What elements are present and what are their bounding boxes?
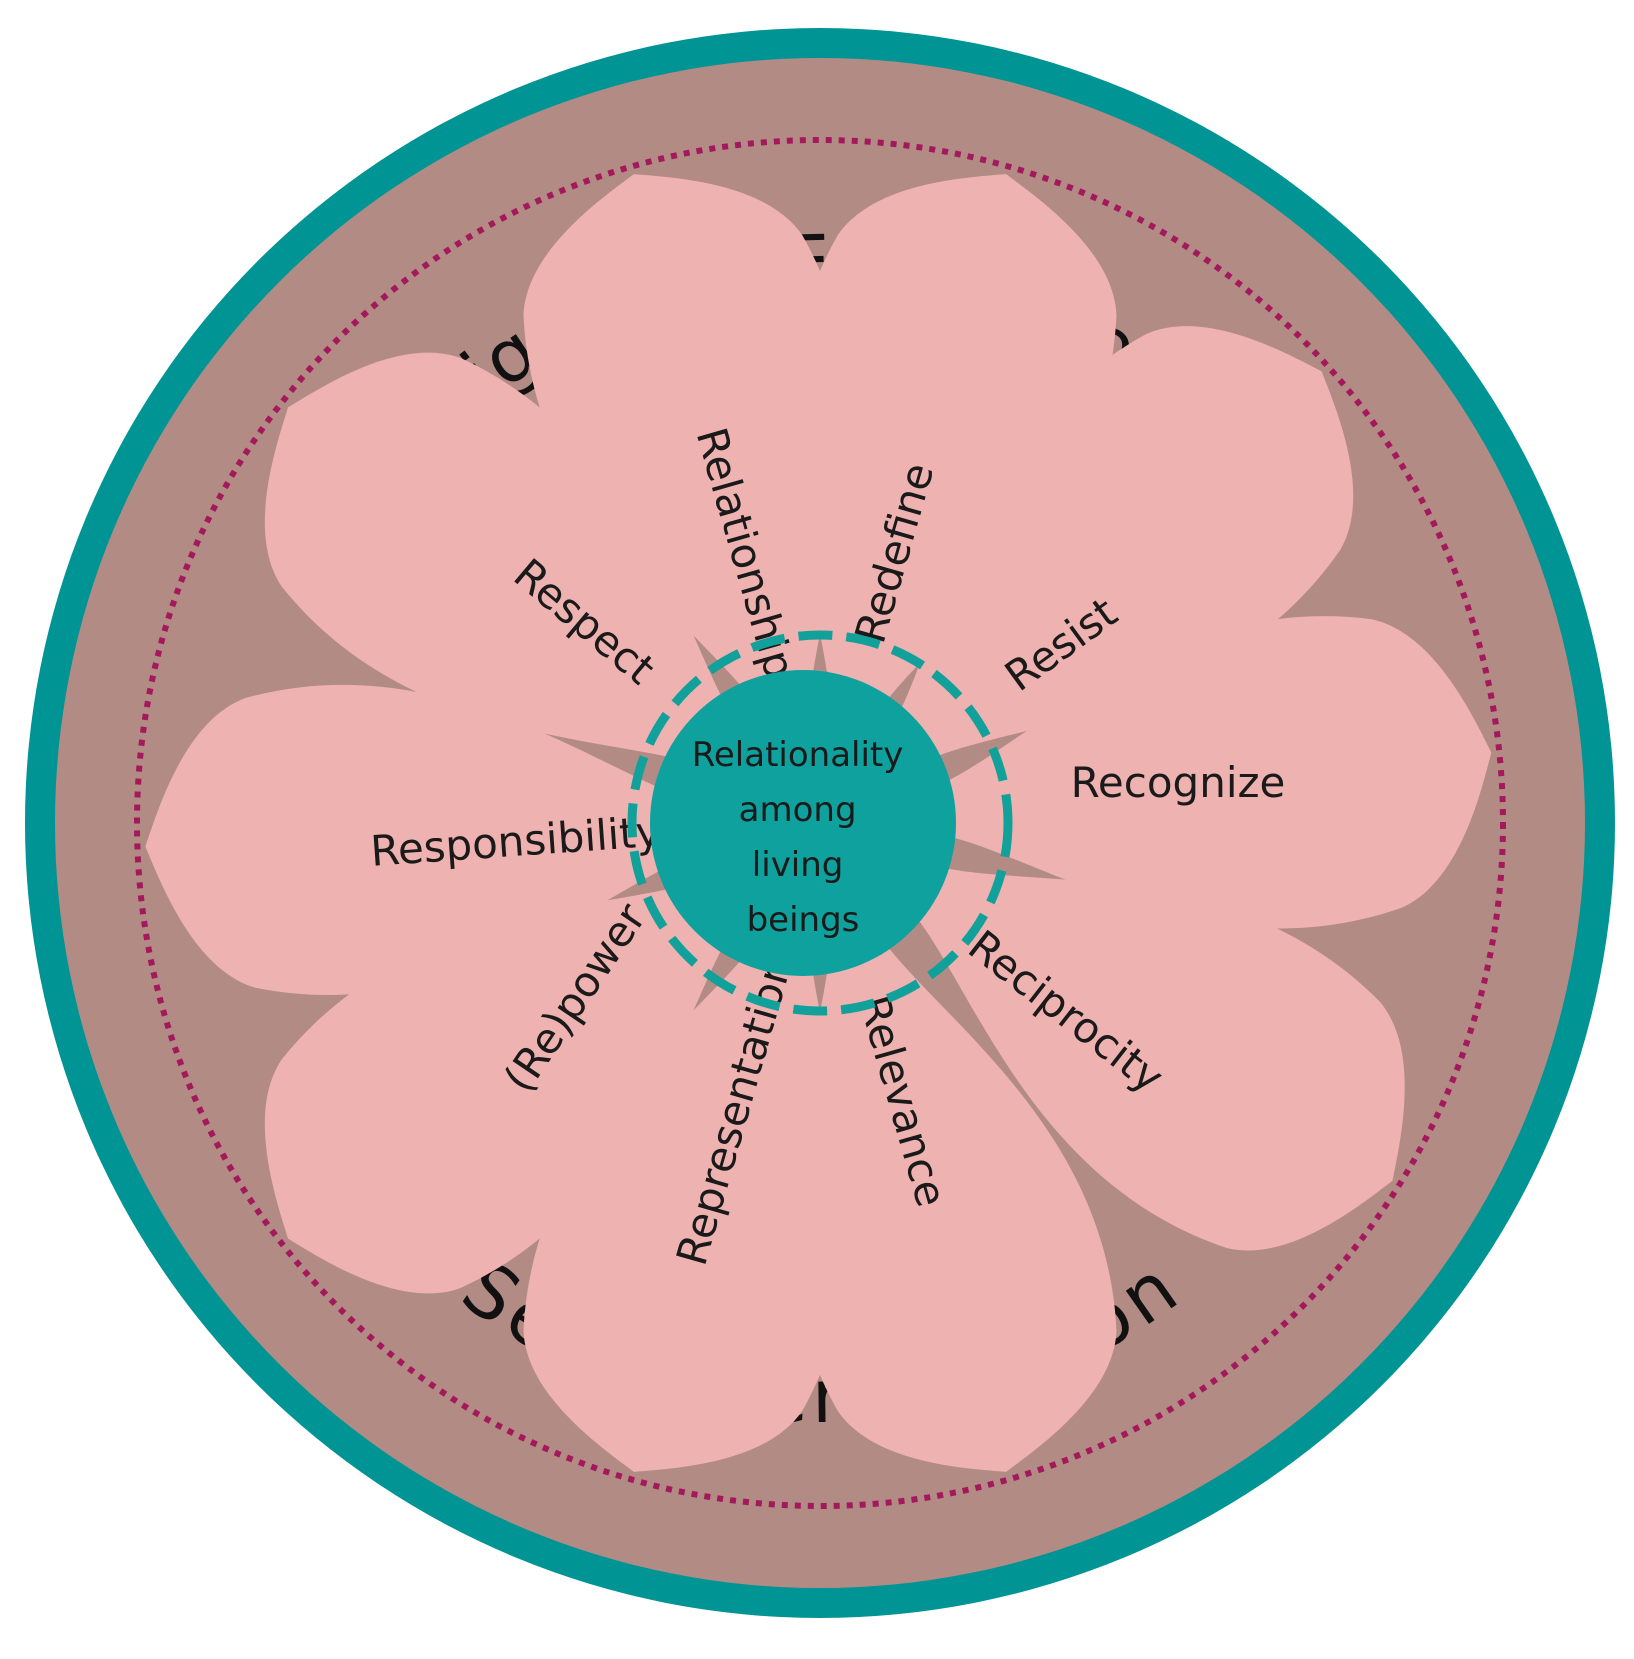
center-line-1: Relationality [692, 735, 904, 775]
center-line-2: among [739, 790, 857, 830]
petal-1 [523, 174, 851, 724]
petal-7 [523, 922, 851, 1472]
petal-9 [145, 684, 711, 996]
petal-6 [789, 922, 1117, 1472]
petal-3 [887, 326, 1354, 766]
dotted-ring [134, 137, 1506, 1509]
center-line-3: living [752, 845, 844, 885]
petal-5 [901, 862, 1405, 1251]
petal-label-4: Recognize [1071, 758, 1286, 807]
petals [145, 174, 1492, 1472]
petal-2 [789, 174, 1117, 724]
dashed-ring [627, 630, 1013, 1016]
petal-10 [264, 352, 747, 773]
center-circle [650, 670, 956, 976]
petal-4 [927, 616, 1492, 929]
center-line-4: beings [747, 900, 860, 940]
center-label: Relationality among living beings [692, 735, 914, 940]
